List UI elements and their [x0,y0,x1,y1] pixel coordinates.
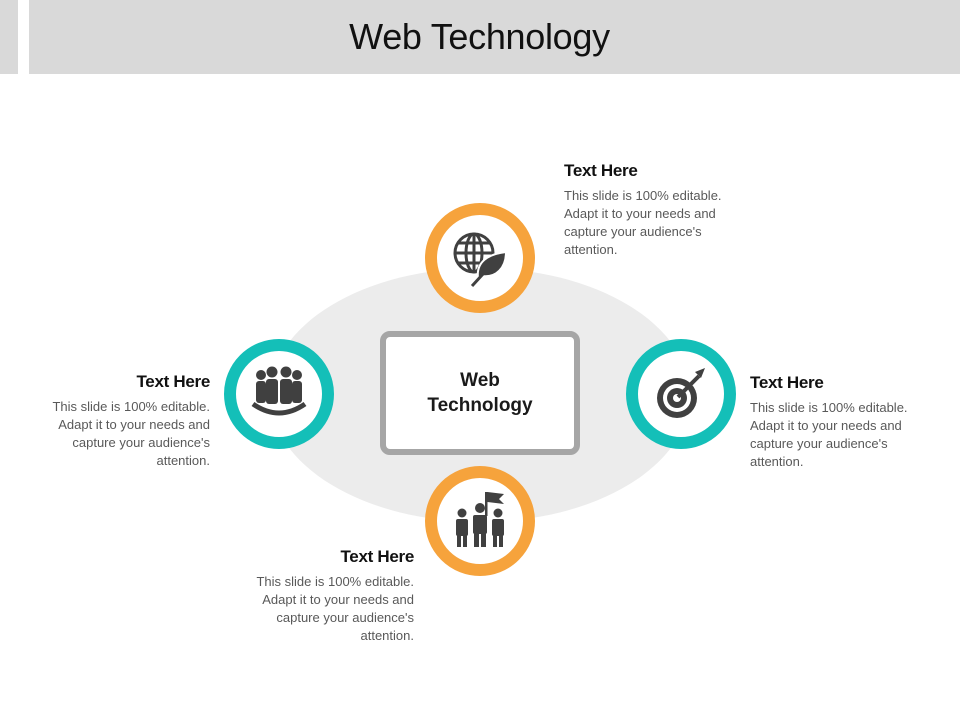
ring-left [224,339,334,449]
ring-bottom [425,466,535,576]
text-block-right: Text Here This slide is 100% editable. A… [750,373,920,471]
text-heading-left: Text Here [136,372,210,391]
header-bar [29,0,960,74]
team-icon [251,366,307,416]
text-block-bottom: Text Here This slide is 100% editable. A… [244,547,414,645]
text-heading-bottom: Text Here [340,547,414,566]
text-body-top: This slide is 100% editable. Adapt it to… [564,188,722,257]
text-body-left: This slide is 100% editable. Adapt it to… [52,399,210,468]
page-title: Web Technology [349,16,610,57]
text-body-bottom: This slide is 100% editable. Adapt it to… [256,574,414,643]
header-accent-bar [0,0,18,74]
ring-top [425,203,535,313]
center-label-line1: Web [460,370,500,391]
text-block-left: Text Here This slide is 100% editable. A… [40,372,210,470]
leader-flag-icon [456,492,504,547]
ring-right [626,339,736,449]
text-block-top: Text Here This slide is 100% editable. A… [564,161,739,259]
globe-leaf-icon [453,232,508,288]
target-icon [657,368,705,418]
center-label-line2: Technology [427,395,533,416]
center-box: Web Technology [380,331,580,455]
text-heading-top: Text Here [564,161,638,180]
text-body-right: This slide is 100% editable. Adapt it to… [750,400,908,469]
text-heading-right: Text Here [750,373,824,392]
